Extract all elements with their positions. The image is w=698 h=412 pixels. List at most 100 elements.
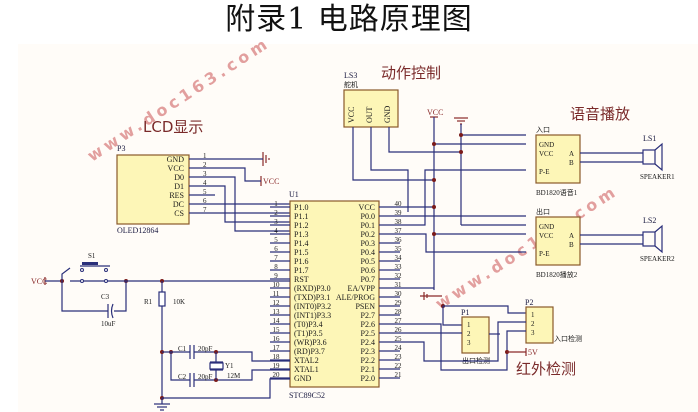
mcu-pin-name: (T1)P3.5 [294, 329, 323, 338]
ir2-pin-3: 3 [531, 329, 535, 337]
ground-symbol [154, 398, 170, 411]
mcu-pin-name: (T0)P3.4 [294, 320, 323, 329]
mcu-pin-name: P1.5 [294, 248, 308, 257]
mcu-pin-number: 20 [273, 371, 281, 379]
mcu-pin-name: P0.1 [361, 221, 375, 230]
mcu-pin-name: (TXD)P3.1 [294, 293, 330, 302]
mcu-pin-name: P0.0 [361, 212, 375, 221]
mcu-pin-name: P0.4 [361, 248, 375, 257]
mcu-body [289, 200, 380, 388]
mcu-pin-name: XTAL2 [294, 356, 319, 365]
voice1-pin-gnd: GND [539, 141, 554, 149]
mcu-pin-name: P1.0 [294, 203, 308, 212]
ir1-ref: P1 [461, 308, 469, 317]
mcu-pin-name: P0.2 [361, 230, 375, 239]
mcu-pin-number: 2 [274, 209, 278, 217]
motion-vcc-label: VCC [427, 108, 443, 117]
mcu-pin-name: XTAL1 [294, 365, 319, 374]
mcu-pin-number: 18 [273, 353, 281, 361]
r1-ref: R1 [144, 298, 153, 306]
mcu-pin-name: P2.0 [361, 374, 375, 383]
ir2-body [525, 306, 554, 344]
motion-pin-vcc: VCC [347, 107, 356, 123]
voice1-part: BD1820语音1 [536, 188, 578, 197]
mcu-pin-name: P2.4 [361, 338, 375, 347]
mcu-pin-name: P2.2 [361, 356, 375, 365]
ground-symbol [420, 292, 442, 300]
y1-ref: Y1 [225, 362, 234, 370]
reset-switch[interactable]: S1 [61, 252, 118, 283]
motion-pin-gnd: GND [383, 105, 392, 123]
ground-symbol [454, 117, 468, 125]
mcu-pin-name: (INT0)P3.2 [294, 302, 331, 311]
speaker-2: LS2 SPEAKER2 [640, 216, 675, 263]
lcd-part: OLED12864 [117, 226, 158, 235]
mcu-pin-number: 23 [395, 353, 403, 361]
section-voice-heading: 语音播放 [570, 105, 630, 123]
mcu-pin-name: RST [294, 275, 309, 284]
voice2-pin-gnd: GND [539, 223, 554, 231]
voice1-body [535, 134, 581, 184]
switch-ref: S1 [88, 252, 96, 260]
mcu-pin-number: 4 [274, 227, 278, 235]
speaker1-label: SPEAKER1 [640, 173, 675, 181]
speaker2-label: SPEAKER2 [640, 255, 675, 263]
mcu-pin-name: P0.3 [361, 239, 375, 248]
mcu-pin-name: P2.5 [361, 329, 375, 338]
lcd-vcc-label: VCC [263, 177, 279, 186]
voice2-part: BD1820播放2 [536, 270, 578, 279]
lcd-pin-label: D1 [174, 182, 184, 191]
y1-val: 12M [227, 372, 241, 380]
lcd-pin-number: 3 [203, 170, 207, 178]
ir2-desc: 入口检测 [554, 334, 582, 343]
mcu-pin-number: 39 [395, 209, 403, 217]
voice1-pin-a: A [569, 150, 574, 158]
mcu-pin-name: P2.1 [361, 365, 375, 374]
mcu-pin-number: 7 [274, 254, 278, 262]
mcu-pin-number: 35 [395, 245, 403, 253]
mcu-pin-number: 14 [273, 317, 281, 325]
mcu-pin-number: 11 [273, 290, 280, 298]
section-motion-heading: 动作控制 [381, 64, 441, 82]
ir2-pin-1: 1 [531, 311, 535, 319]
voice2-pin-a: A [569, 232, 574, 240]
mcu-pin-number: 17 [273, 344, 281, 352]
lcd-pin-label: VCC [168, 164, 184, 173]
voice2-ref: 出口 [536, 207, 550, 216]
mcu-pin-name: P2.7 [361, 311, 375, 320]
mcu-pin-number: 22 [395, 362, 403, 370]
voice1-pin-pe: P-E [539, 168, 550, 176]
motion-module: LS3 舵机 VCC OUT GND [343, 71, 399, 128]
mcu-ref: U1 [289, 190, 299, 199]
mcu-pin-number: 30 [395, 290, 403, 298]
speaker-1: LS1 SPEAKER1 [640, 134, 675, 181]
page-title: 附录1 电路原理图 [225, 2, 473, 37]
motion-pin-out: OUT [365, 106, 374, 123]
mcu-pin-name: P2.6 [361, 320, 375, 329]
mcu-pin-number: 28 [395, 308, 403, 316]
mcu-pin-number: 27 [395, 317, 403, 325]
lcd-pin-number: 1 [203, 152, 207, 160]
speaker1-ref: LS1 [643, 134, 656, 143]
motion-desc: 舵机 [344, 80, 358, 89]
lcd-body [116, 154, 190, 225]
voice1-pin-b: B [569, 159, 574, 167]
c3-val: 10uF [101, 320, 116, 328]
capacitor-c3: C3 10uF [101, 293, 116, 328]
mcu-pin-number: 32 [395, 272, 403, 280]
mcu-pin-number: 21 [395, 371, 403, 379]
watermark: www.doc163.com [432, 181, 622, 313]
lcd-pin-label: DC [173, 200, 184, 209]
lcd-pin-number: 7 [203, 206, 207, 214]
mcu-pin-number: 19 [273, 362, 281, 370]
section-ir-heading: 红外检测 [516, 360, 576, 378]
voice2-pin-vcc: VCC [539, 232, 554, 240]
mcu-pin-number: 33 [395, 263, 403, 271]
mcu-pin-name: P1.3 [294, 230, 308, 239]
mcu-pin-number: 40 [395, 200, 403, 208]
voice2-body [535, 216, 581, 266]
mcu-pin-number: 15 [273, 326, 281, 334]
